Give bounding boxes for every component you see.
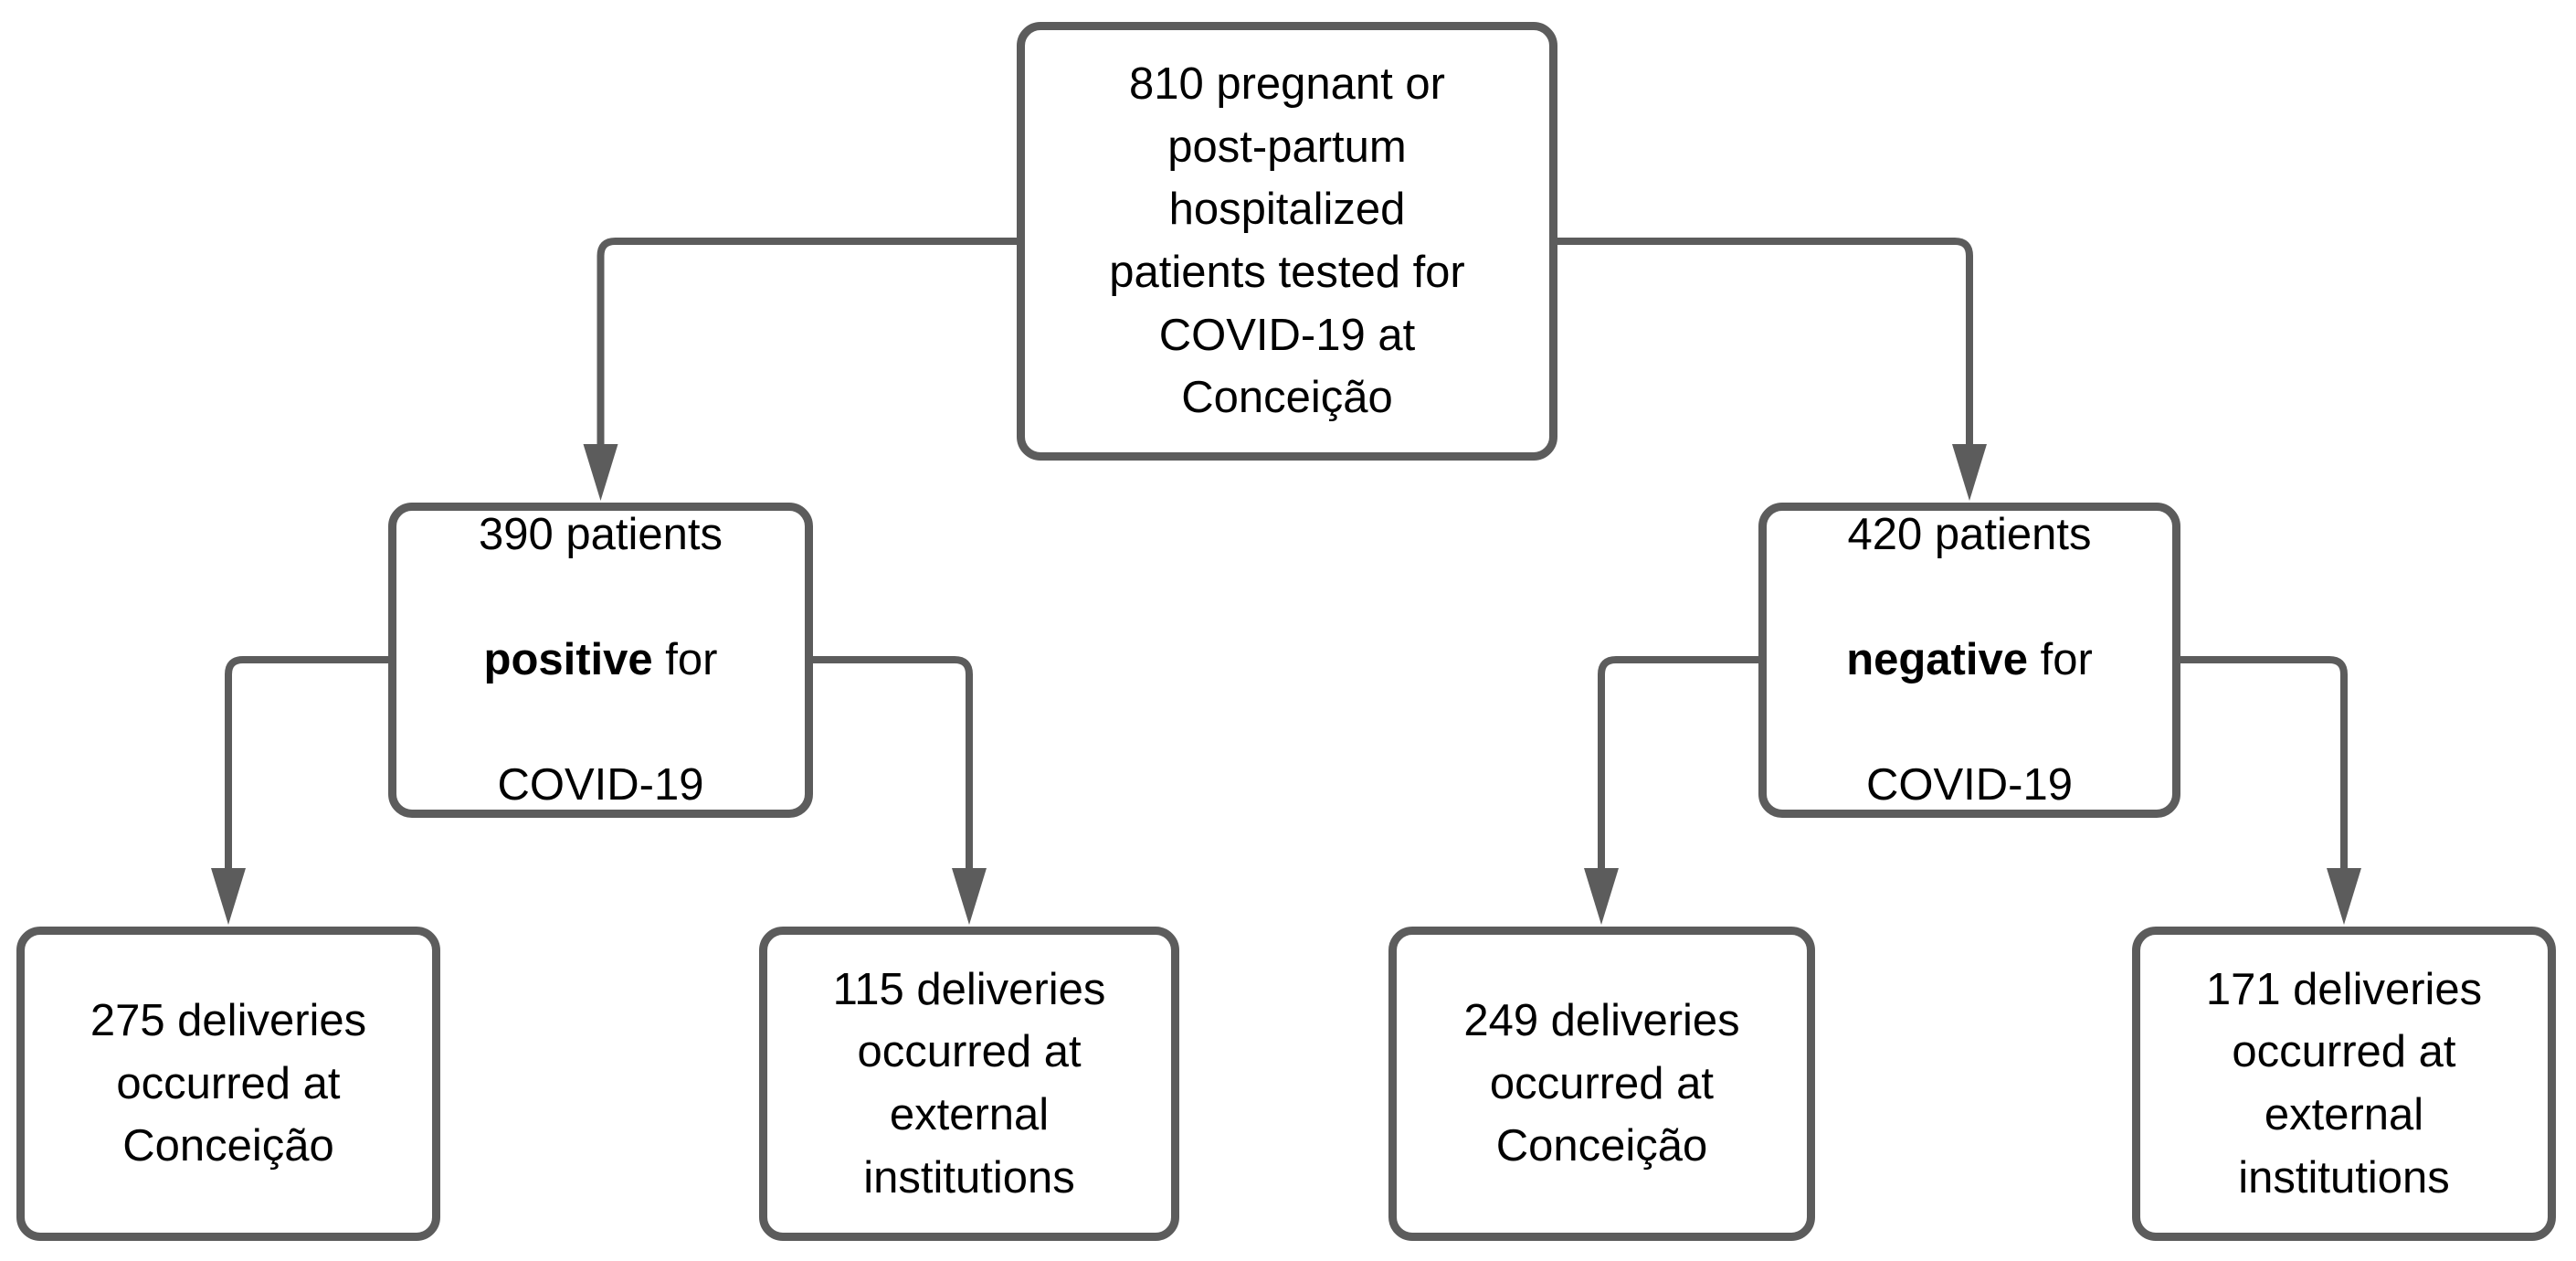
node-negative-bold-word: negative bbox=[1846, 635, 2028, 685]
node-positive-deliveries-external-label: 115 deliveries occurred at external inst… bbox=[832, 964, 1106, 1203]
node-positive-line3: COVID-19 bbox=[497, 760, 704, 811]
node-negative-label: 420 patients negative for COVID-19 bbox=[1846, 440, 2093, 879]
arrowhead-negative-to-conceicao-icon bbox=[1584, 868, 1619, 925]
connector-root-to-positive bbox=[583, 238, 1017, 501]
node-negative-line3: COVID-19 bbox=[1865, 760, 2073, 811]
connector-root-to-positive-line bbox=[596, 238, 1017, 444]
node-positive-line1: 390 patients bbox=[479, 510, 723, 560]
connector-negative-to-external-line bbox=[2180, 656, 2348, 868]
node-negative-deliveries-conceicao-label: 249 deliveries occurred at Conceição bbox=[1463, 996, 1740, 1171]
arrowhead-positive-to-external-icon bbox=[952, 868, 987, 925]
node-positive-deliveries-conceicao-label: 275 deliveries occurred at Conceição bbox=[90, 996, 367, 1171]
arrowhead-negative-to-external-icon bbox=[2327, 868, 2361, 925]
node-positive-label: 390 patients positive for COVID-19 bbox=[479, 440, 723, 879]
node-negative-deliveries-external-label: 171 deliveries occurred at external inst… bbox=[2205, 964, 2483, 1203]
connector-negative-to-conceicao-line bbox=[1598, 656, 1758, 868]
connector-positive-to-external bbox=[813, 656, 987, 925]
connector-negative-to-conceicao bbox=[1584, 656, 1758, 925]
connector-root-to-negative bbox=[1557, 238, 1987, 501]
arrowhead-positive-to-conceicao-icon bbox=[211, 868, 246, 925]
node-negative-line1: 420 patients bbox=[1847, 510, 2092, 560]
arrowhead-root-to-positive-icon bbox=[583, 444, 618, 501]
node-negative-deliveries-conceicao: 249 deliveries occurred at Conceição bbox=[1388, 927, 1815, 1241]
node-negative-deliveries-external: 171 deliveries occurred at external inst… bbox=[2132, 927, 2556, 1241]
connector-root-to-negative-line bbox=[1557, 238, 1973, 444]
arrowhead-root-to-negative-icon bbox=[1952, 444, 1987, 501]
node-negative-patients: 420 patients negative for COVID-19 bbox=[1758, 503, 2180, 818]
connector-negative-to-external bbox=[2180, 656, 2361, 925]
connector-positive-to-conceicao bbox=[211, 656, 388, 925]
node-root-tested-patients: 810 pregnant or post-partum hospitalized… bbox=[1017, 22, 1557, 461]
node-positive-line2: positive for bbox=[479, 629, 723, 692]
node-positive-bold-word: positive bbox=[483, 635, 653, 685]
node-negative-line2: negative for bbox=[1846, 629, 2093, 692]
node-positive-line2-rest: for bbox=[652, 635, 718, 685]
node-negative-line2-rest: for bbox=[2028, 635, 2093, 685]
connector-positive-to-conceicao-line bbox=[225, 656, 388, 868]
connector-positive-to-external-line bbox=[813, 656, 973, 868]
node-root-label: 810 pregnant or post-partum hospitalized… bbox=[1109, 59, 1465, 423]
node-positive-deliveries-external: 115 deliveries occurred at external inst… bbox=[759, 927, 1179, 1241]
node-positive-deliveries-conceicao: 275 deliveries occurred at Conceição bbox=[16, 927, 440, 1241]
node-positive-patients: 390 patients positive for COVID-19 bbox=[388, 503, 813, 818]
